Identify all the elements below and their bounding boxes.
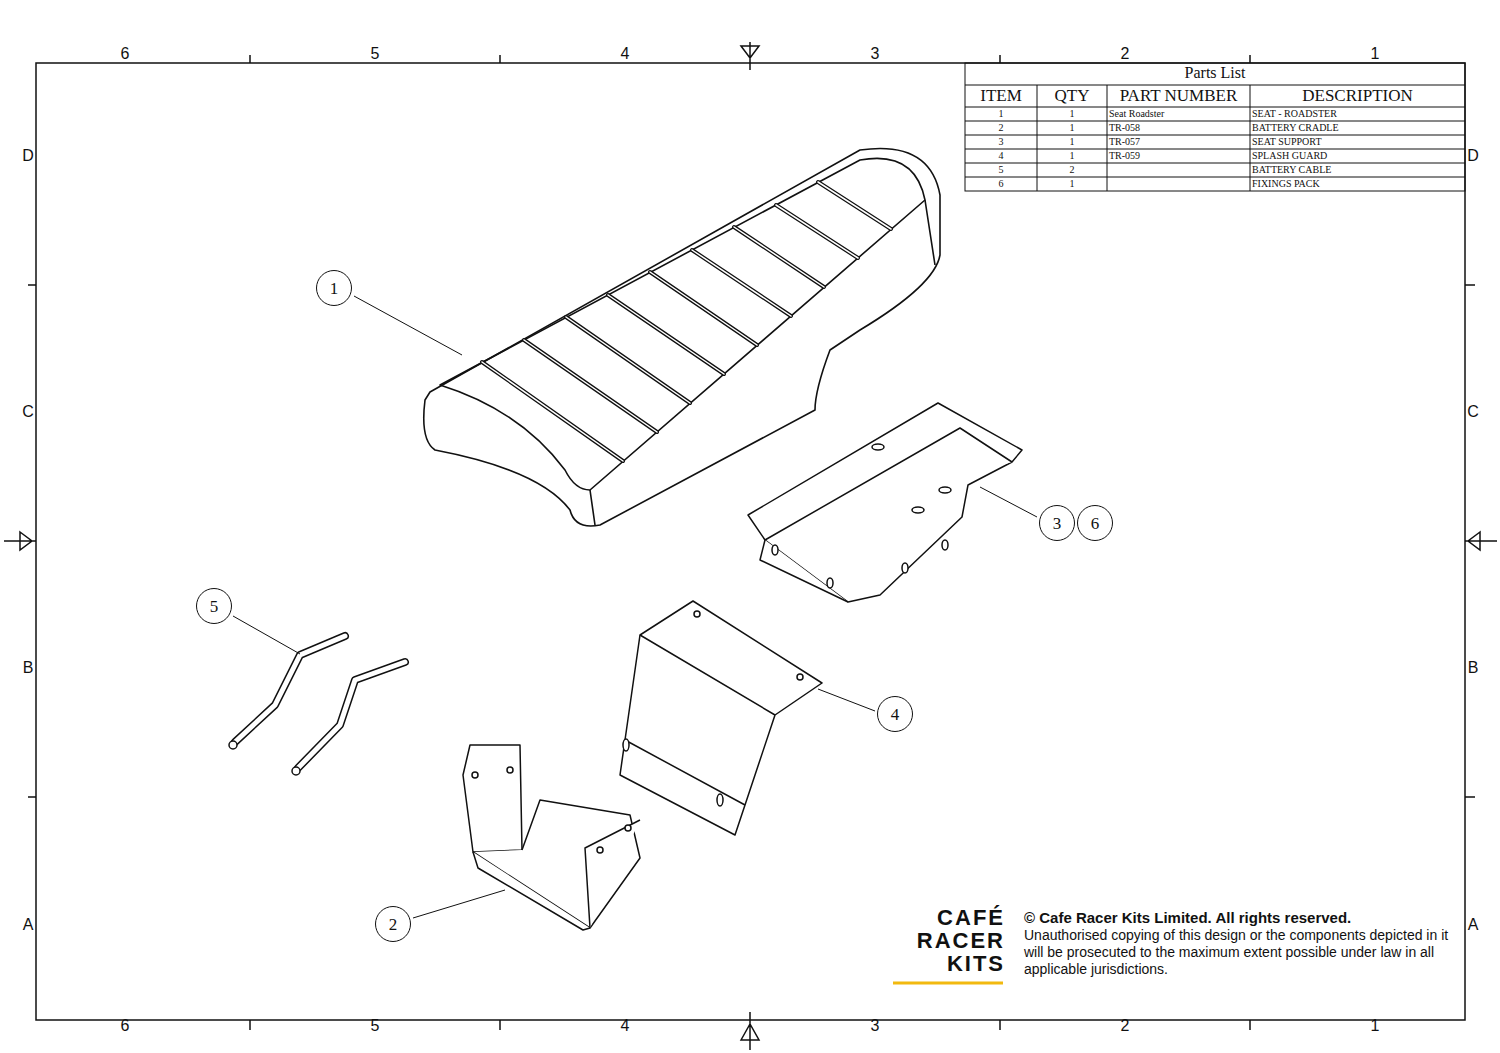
table-cell: TR-057 <box>1109 136 1248 148</box>
table-cell: 5 <box>965 164 1037 176</box>
logo-text: KITS <box>893 951 1005 976</box>
zone-marker: 1 <box>1355 1017 1395 1035</box>
battery-cable-drawing <box>229 636 405 775</box>
zone-marker: B <box>1465 659 1481 677</box>
centre-marks <box>4 42 1497 1050</box>
callout-number: 4 <box>891 706 900 723</box>
callout-balloon: 4 <box>877 696 913 732</box>
table-cell: 1 <box>1037 136 1107 148</box>
zone-marker: 1 <box>1355 45 1395 63</box>
zone-marker: 3 <box>855 1017 895 1035</box>
callout-balloon: 2 <box>375 906 411 942</box>
callout-balloon: 6 <box>1077 505 1113 541</box>
zone-marker: 2 <box>1105 45 1145 63</box>
callout-number: 1 <box>330 280 339 297</box>
table-header: ITEM <box>965 86 1037 106</box>
splash-guard-drawing <box>620 601 822 835</box>
table-cell: 4 <box>965 150 1037 162</box>
table-cell: 6 <box>965 178 1037 190</box>
table-header: QTY <box>1037 86 1107 106</box>
zone-marker: 2 <box>1105 1017 1145 1035</box>
table-cell: SEAT SUPPORT <box>1252 136 1463 148</box>
sheet-border <box>36 63 1465 1020</box>
callout-number: 3 <box>1053 515 1062 532</box>
zone-marker: A <box>14 916 42 934</box>
table-header: PART NUMBER <box>1107 86 1250 106</box>
callout-balloon: 1 <box>316 270 352 306</box>
zone-marker: 5 <box>355 45 395 63</box>
table-cell: Seat Roadster <box>1109 108 1248 120</box>
battery-cradle-drawing <box>463 745 640 930</box>
callout-number: 5 <box>210 598 219 615</box>
table-title: Parts List <box>965 64 1465 82</box>
copyright-heading: © Cafe Racer Kits Limited. All rights re… <box>1024 909 1464 926</box>
parts-table-grid <box>965 63 1465 191</box>
table-cell: BATTERY CRADLE <box>1252 122 1463 134</box>
zone-ticks <box>28 55 1475 1030</box>
zone-marker: 6 <box>105 1017 145 1035</box>
table-cell: 1 <box>965 108 1037 120</box>
copyright-notice: Unauthorised copying of this design or t… <box>1024 927 1464 978</box>
table-cell: SPLASH GUARD <box>1252 150 1463 162</box>
table-cell: SEAT - ROADSTER <box>1252 108 1463 120</box>
table-cell: 3 <box>965 136 1037 148</box>
zone-marker: D <box>1465 147 1481 165</box>
zone-marker: D <box>14 147 42 165</box>
table-cell: 2 <box>965 122 1037 134</box>
table-cell: 1 <box>1037 122 1107 134</box>
callout-balloon: 3 <box>1039 505 1075 541</box>
table-cell: 1 <box>1037 178 1107 190</box>
zone-marker: 3 <box>855 45 895 63</box>
zone-marker: 4 <box>605 45 645 63</box>
callout-balloon: 5 <box>196 588 232 624</box>
table-cell: TR-059 <box>1109 150 1248 162</box>
leader-lines <box>233 296 1037 918</box>
zone-marker: 4 <box>605 1017 645 1035</box>
zone-marker: 5 <box>355 1017 395 1035</box>
callout-number: 6 <box>1091 515 1100 532</box>
table-cell: BATTERY CABLE <box>1252 164 1463 176</box>
logo-underline <box>893 982 1003 985</box>
zone-marker: B <box>14 659 42 677</box>
logo-text: RACER <box>893 928 1005 953</box>
table-cell: 1 <box>1037 108 1107 120</box>
seat-support-drawing <box>748 403 1022 602</box>
logo-text: CAFÉ <box>893 905 1005 930</box>
zone-marker: 6 <box>105 45 145 63</box>
seat-stripes <box>482 182 891 461</box>
table-cell: 1 <box>1037 150 1107 162</box>
table-cell: TR-058 <box>1109 122 1248 134</box>
zone-marker: C <box>14 403 42 421</box>
table-cell: 2 <box>1037 164 1107 176</box>
callout-number: 2 <box>389 916 398 933</box>
zone-marker: C <box>1465 403 1481 421</box>
table-cell: FIXINGS PACK <box>1252 178 1463 190</box>
zone-marker: A <box>1465 916 1481 934</box>
table-header: DESCRIPTION <box>1250 86 1465 106</box>
